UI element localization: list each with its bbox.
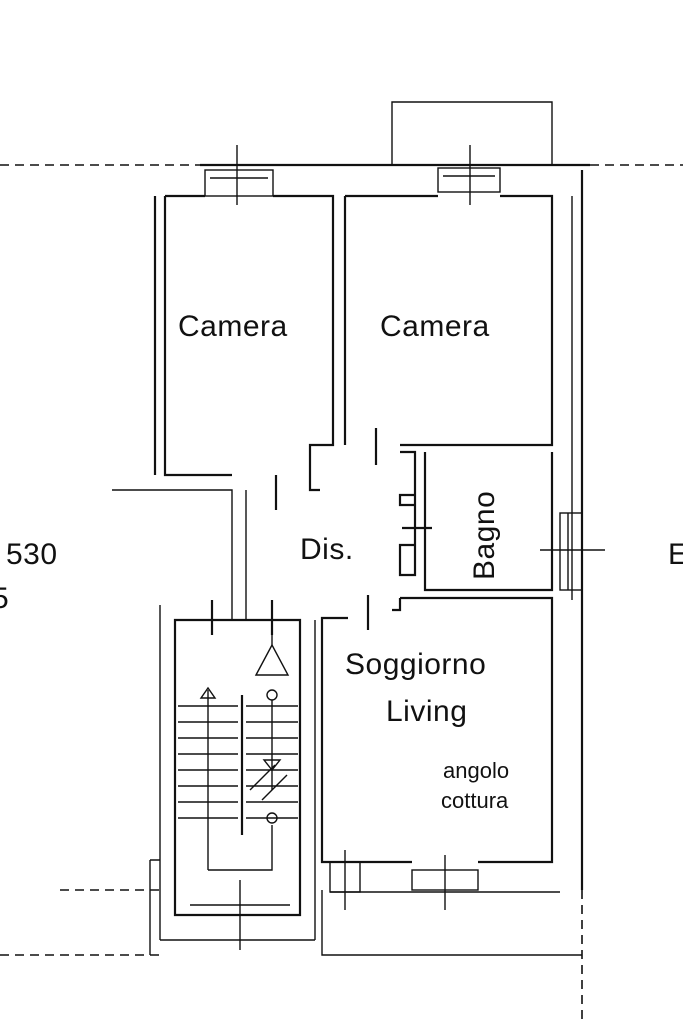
room-label-cottura: cottura: [441, 788, 509, 813]
bagno-window: [540, 512, 605, 591]
soggiorno-windows: [329, 850, 479, 910]
room-label-dis: Dis.: [300, 533, 354, 566]
margin-label-fragment-right: E: [668, 538, 683, 571]
room-label-bagno: Bagno: [468, 490, 501, 580]
room-label-living: Living: [386, 695, 468, 728]
room-label-camera-right: Camera: [380, 310, 490, 343]
soggiorno-walls: [320, 596, 554, 864]
margin-label-530: 530: [6, 538, 58, 571]
room-label-soggiorno: Soggiorno: [345, 648, 487, 681]
dashed-boundary-lines: [0, 164, 683, 1023]
bagno-walls: [398, 450, 554, 592]
camera-right-walls: [343, 194, 554, 447]
room-label-angolo: angolo: [443, 758, 510, 783]
room-label-camera-left: Camera: [178, 310, 288, 343]
stairwell: [159, 600, 316, 950]
top-balcony: [391, 101, 553, 165]
camera-left-walls: [163, 194, 335, 492]
top-window-left: [204, 145, 274, 205]
top-window-right: [437, 145, 501, 205]
margin-label-fragment-left: 5: [0, 582, 10, 615]
